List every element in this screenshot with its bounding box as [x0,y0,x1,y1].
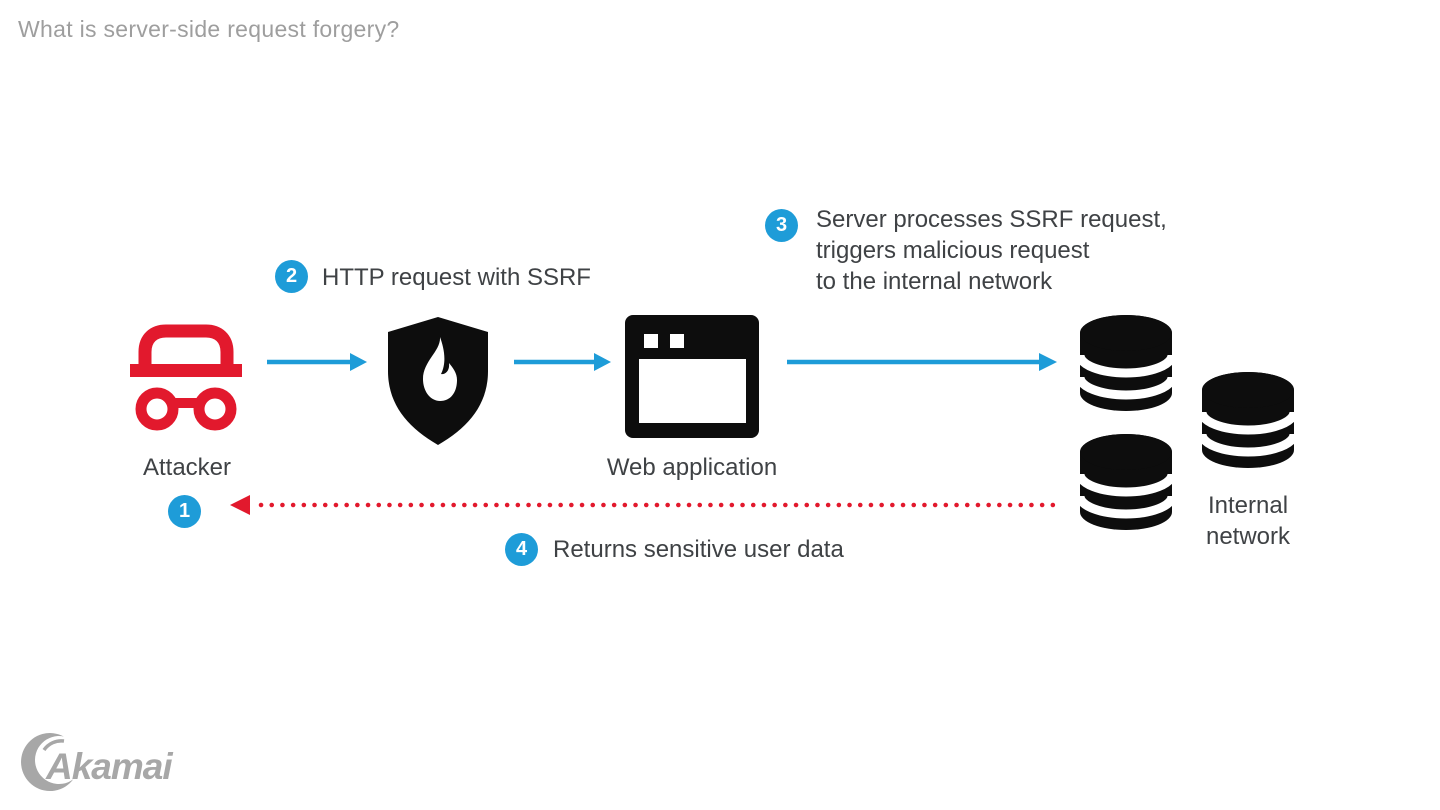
database-icon [1078,434,1174,530]
akamai-logo: Akamai [18,730,238,794]
step-3-line-2: triggers malicious request [816,237,1090,264]
internal-network-label: Internal network [1168,490,1328,552]
page-title: What is server-side request forgery? [18,16,400,42]
step-2-label: HTTP request with SSRF [322,264,591,291]
step-4-label: Returns sensitive user data [553,536,844,563]
step-3-number: 3 [775,214,788,236]
step-4-number: 4 [515,538,528,560]
arrow-attacker-to-firewall-icon [267,353,367,371]
incognito-attacker-icon [130,324,242,431]
shield-flame-icon [388,317,488,445]
internal-network-label-line-1: Internal [1207,492,1289,519]
arrow-webapp-to-network-icon [787,353,1057,371]
akamai-logo-text: Akamai [46,746,173,787]
step-3-line-3: to the internal network [816,268,1053,295]
internal-network-label-line-2: network [1205,523,1291,550]
step-1-number: 1 [178,500,191,522]
browser-window-icon [625,315,759,438]
web-application-label: Web application [606,454,778,481]
return-data-arrow-icon [230,495,1063,515]
database-icon [1078,315,1174,411]
step-2-badge: 2 [275,260,308,293]
step-3-badge: 3 [765,209,798,242]
step-3-line-1: Server processes SSRF request, [816,206,1167,233]
arrow-firewall-to-webapp-icon [514,353,611,371]
step-2-number: 2 [285,265,298,287]
step-4-badge: 4 [505,533,538,566]
step-3-label: Server processes SSRF request, triggers … [816,204,1167,297]
attacker-label: Attacker [142,454,232,481]
akamai-logo-mark-icon [21,733,74,792]
step-1-badge: 1 [168,495,201,528]
database-icon [1200,372,1296,468]
